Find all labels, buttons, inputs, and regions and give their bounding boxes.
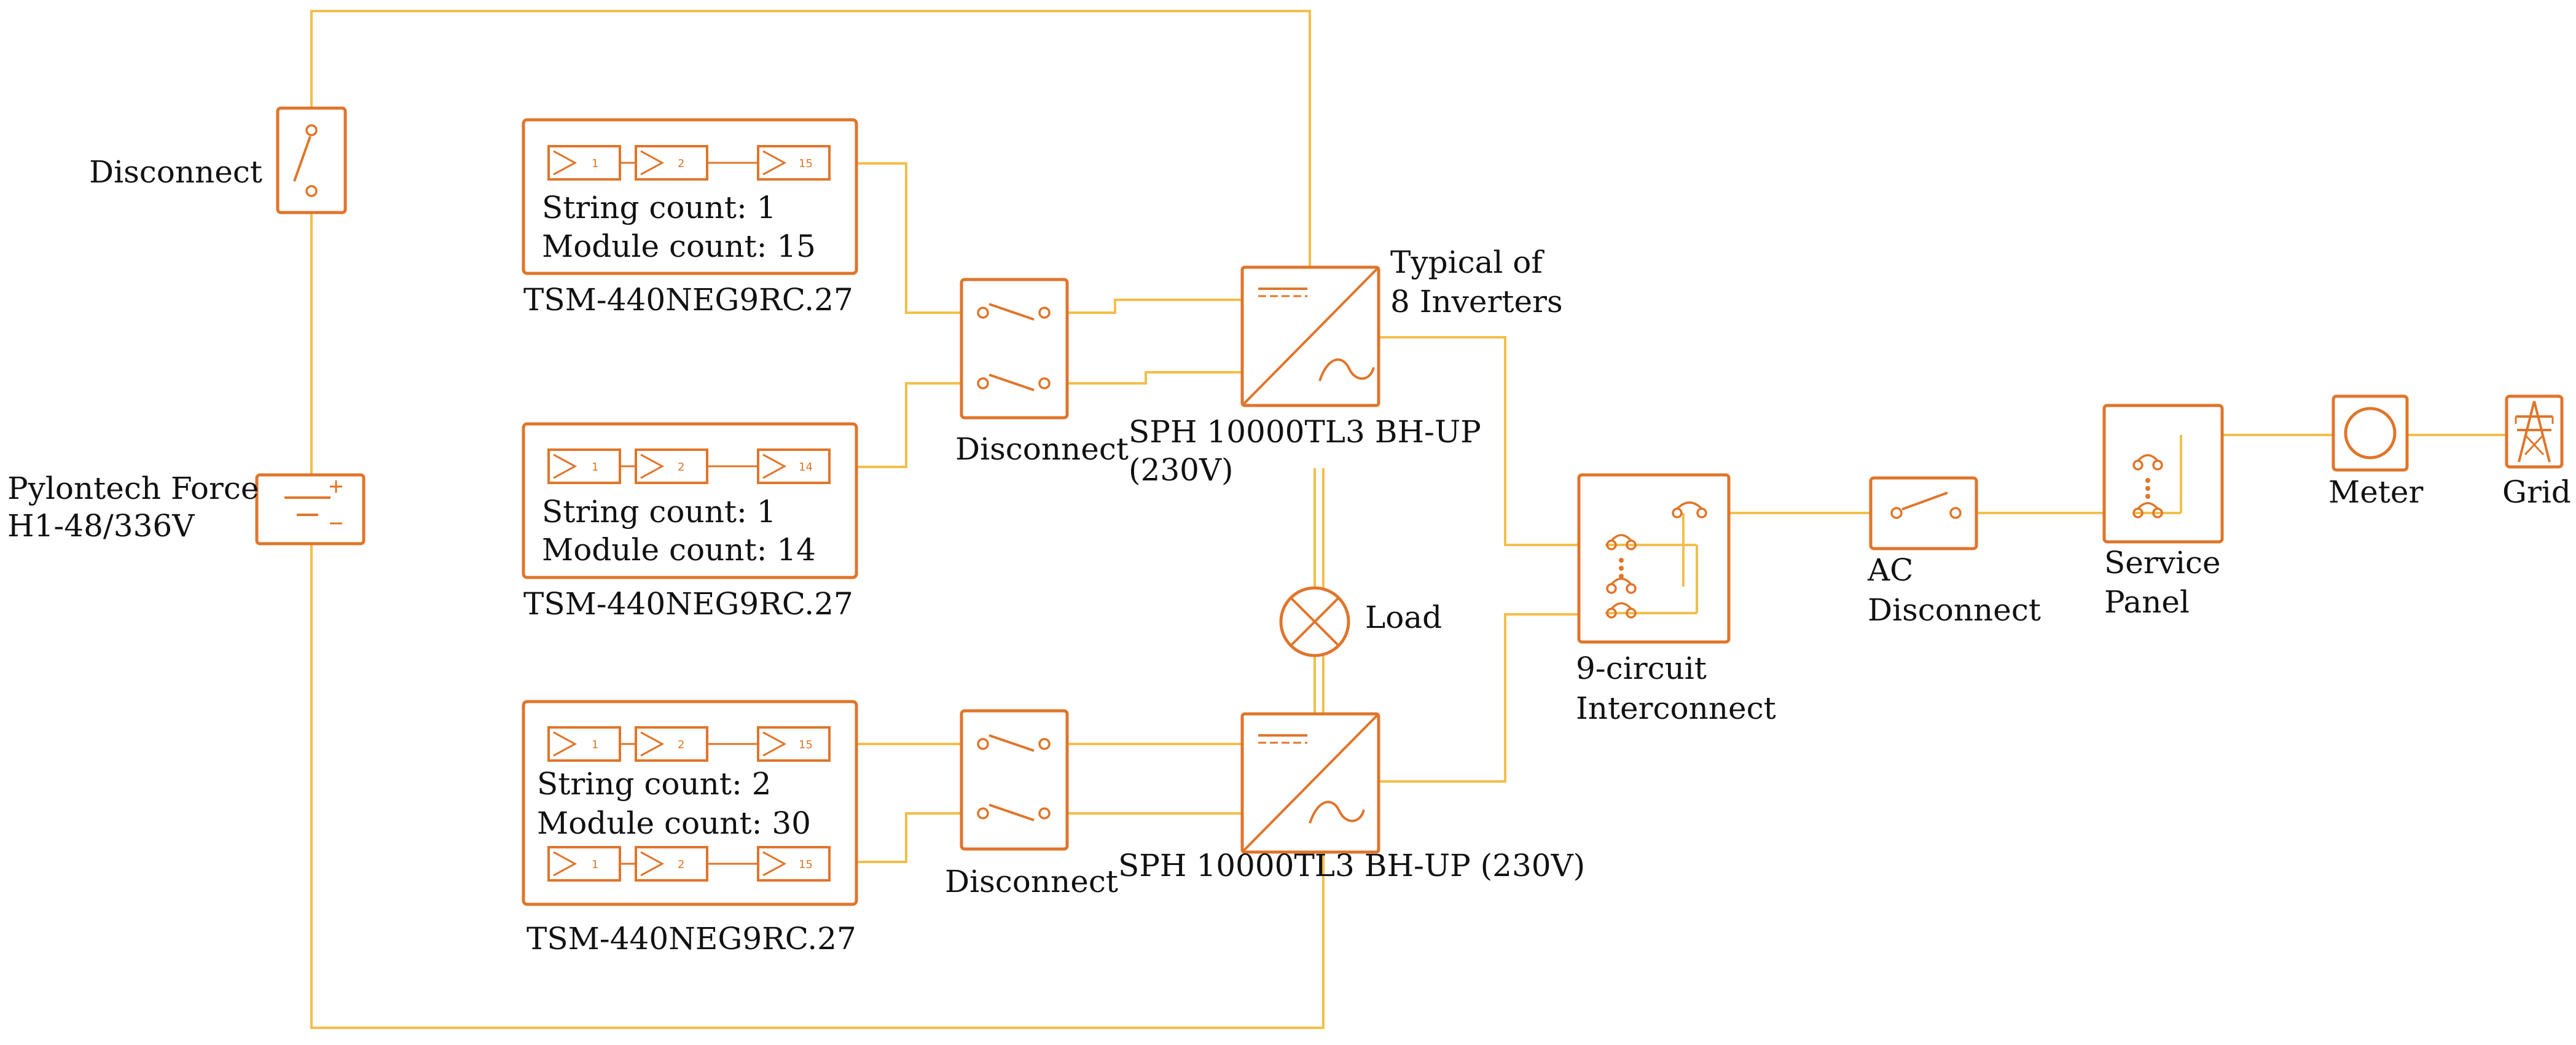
- array2-string: [547, 448, 831, 484]
- load-icon: [1279, 586, 1350, 657]
- battery-label-line2: H1-48/336V: [7, 508, 195, 544]
- array1-model: TSM-440NEG9RC.27: [523, 282, 853, 318]
- pv-array-3: [522, 700, 858, 906]
- battery-label-line1: Pylontech Force: [7, 471, 259, 506]
- array2-wire: [856, 382, 971, 468]
- array3-module-count: Module count: 30: [537, 805, 811, 841]
- array3-string-count: String count: 2: [537, 766, 772, 802]
- load-label: Load: [1365, 600, 1442, 635]
- pv-array-2: [522, 422, 858, 579]
- array1-module-first: 1: [592, 157, 598, 170]
- array1-wire: [856, 162, 971, 314]
- array1-module-last: 15: [799, 157, 813, 170]
- typical-label-line1: Typical of: [1390, 245, 1544, 280]
- pv-array-1: [522, 118, 858, 275]
- inverter-2-label: SPH 10000TL3 BH-UP (230V): [1118, 848, 1585, 883]
- typical-label-line2: 8 Inverters: [1390, 284, 1563, 319]
- array3-wire: [856, 743, 971, 863]
- inverter1-interconnect-wire: [1379, 336, 1579, 546]
- ac-disconnect-switch: [1869, 476, 1978, 550]
- array2-model: TSM-440NEG9RC.27: [523, 586, 853, 622]
- inverter2-interconnect-wire: [1379, 613, 1579, 783]
- array3-model: TSM-440NEG9RC.27: [527, 921, 856, 957]
- interconnect-label-line2: Interconnect: [1576, 691, 1776, 726]
- meter-icon: [2331, 394, 2409, 472]
- array3-s2-module-second: 2: [678, 858, 684, 871]
- array3-s1-module-first: 1: [592, 738, 598, 751]
- interconnect-panel: [1577, 473, 1731, 644]
- dc-disconnect-1: [960, 278, 1069, 420]
- interconnect-label-line1: 9-circuit: [1576, 651, 1707, 686]
- inverter-1-label-line2: (230V): [1129, 452, 1234, 488]
- labels: Disconnect Pylontech Force H1-48/336V St…: [7, 154, 2571, 957]
- battery-icon: [255, 473, 366, 546]
- array3-string-2: [547, 846, 831, 882]
- array2-string-count: String count: 1: [542, 494, 777, 530]
- service-panel-label-line1: Service: [2104, 545, 2221, 581]
- array2-module-count: Module count: 14: [542, 532, 816, 568]
- array1-string-count: String count: 1: [542, 190, 777, 225]
- service-panel-label-line2: Panel: [2104, 584, 2190, 620]
- wiring: [310, 10, 2507, 1029]
- array1-string: [547, 145, 831, 181]
- disconnect1-inverter1-wire: [1039, 299, 1242, 385]
- ac-disconnect-label-line2: Disconnect: [1868, 592, 2041, 628]
- array2-module-last: 14: [799, 461, 813, 474]
- array1-module-second: 2: [678, 157, 684, 170]
- dc-disconnect-2: [960, 709, 1069, 851]
- battery-disconnect-switch: [276, 106, 347, 214]
- dc-disconnect-2-label: Disconnect: [945, 864, 1118, 899]
- inverter-1-label-line1: SPH 10000TL3 BH-UP: [1129, 414, 1481, 450]
- inverter-1-icon: [1240, 265, 1380, 407]
- service-panel: [2102, 404, 2224, 544]
- dc-disconnect-1-label: Disconnect: [955, 431, 1129, 467]
- array3-s1-module-last: 15: [799, 738, 813, 751]
- grid-label: Grid: [2502, 474, 2571, 510]
- array1-module-count: Module count: 15: [542, 229, 816, 264]
- array3-s1-module-second: 2: [678, 738, 684, 751]
- battery-disconnect-label: Disconnect: [89, 154, 262, 190]
- disconnect2-inverter2-wire: [1039, 743, 1242, 815]
- array2-module-first: 1: [592, 461, 598, 474]
- meter-label: Meter: [2328, 474, 2423, 510]
- battery-loop-wire: [310, 10, 1325, 1029]
- grid-tower-icon: [2505, 394, 2564, 469]
- inverter-2-icon: [1240, 712, 1380, 854]
- array2-module-second: 2: [678, 461, 684, 474]
- array3-s2-module-first: 1: [592, 858, 598, 871]
- module-numbers: 1 2 15 1 2 14 1 2 15 1 2 15: [592, 157, 813, 871]
- array3-string-1: [547, 726, 831, 762]
- array3-s2-module-last: 15: [799, 858, 813, 871]
- ac-disconnect-label-line1: AC: [1867, 552, 1913, 588]
